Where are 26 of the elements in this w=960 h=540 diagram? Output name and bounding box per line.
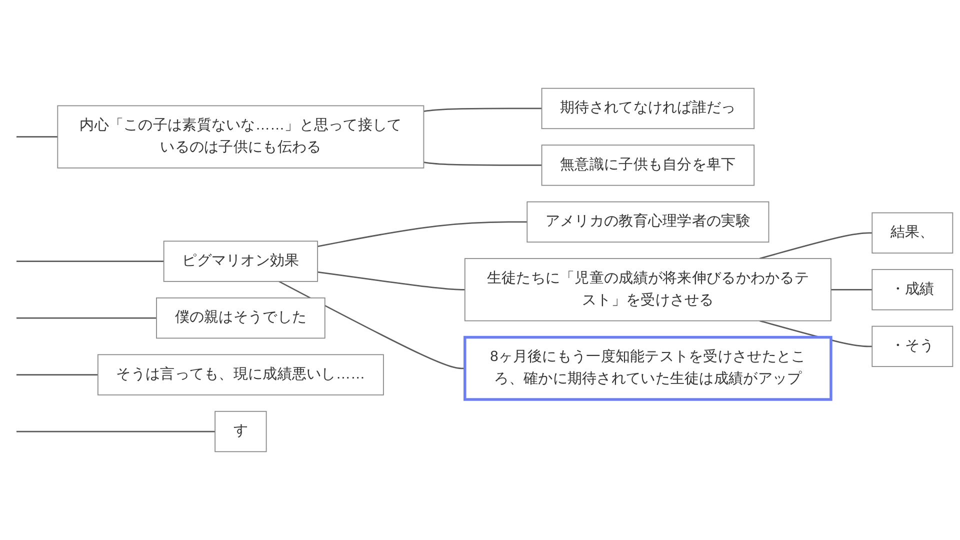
connector xyxy=(16,260,164,262)
node-box: そうは言っても、現に成績悪いし…… xyxy=(97,354,384,396)
node-box: 僕の親はそうでした xyxy=(156,297,326,339)
connector xyxy=(424,162,542,166)
connector xyxy=(759,232,872,260)
node-box: ・そう xyxy=(872,326,954,367)
connector xyxy=(759,320,872,348)
node-box: 8ヶ月後にもう一度知能テストを受けさせたところ、確かに期待されていた生徒は成績がアップ xyxy=(464,336,832,401)
connector xyxy=(16,136,58,138)
node-box: 内心「この子は素質ないな……」と思って接しているのは子供にも伝わる xyxy=(57,105,424,168)
node-box: す xyxy=(214,410,267,452)
connector xyxy=(16,374,98,376)
node-box: アメリカの教育心理学者の実験 xyxy=(526,201,770,243)
connector xyxy=(424,108,542,112)
connector xyxy=(317,221,528,248)
connector xyxy=(830,288,872,290)
connector xyxy=(278,280,465,370)
connector xyxy=(16,430,216,432)
node-box: 無意識に子供も自分を卑下 xyxy=(541,144,755,186)
node-box: 期待されてなければ誰だっ xyxy=(541,88,755,130)
connector xyxy=(317,271,465,290)
node-box: ・成績 xyxy=(872,269,954,310)
node-box: 結果、 xyxy=(872,212,954,254)
node-box: ピグマリオン効果 xyxy=(163,240,318,282)
node-box: 生徒たちに「児童の成績が将来伸びるかわかるテスト」を受けさせる xyxy=(464,258,832,322)
connector xyxy=(16,317,156,319)
